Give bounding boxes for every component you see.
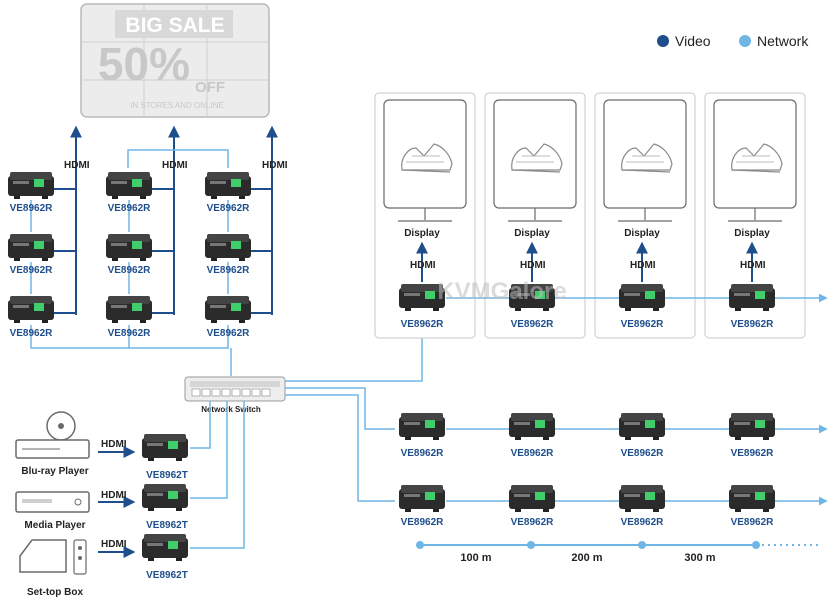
receiver-device <box>106 172 152 199</box>
switch-right-links <box>285 330 423 502</box>
hdmi-label-disp-3: HDMI <box>630 260 656 271</box>
network-switch <box>184 376 286 402</box>
media-player-icon <box>15 491 90 513</box>
receiver-device <box>619 413 665 440</box>
receiver-label: VE8962R <box>511 517 555 528</box>
receiver-device <box>205 234 251 261</box>
distance-label-200: 200 m <box>571 552 602 564</box>
receiver-label: VE8962R <box>731 448 775 459</box>
legend-network-label: Network <box>757 33 809 49</box>
transmitter-label: VE8962T <box>146 520 188 531</box>
set-top-box-icon <box>19 539 87 575</box>
receiver-label: VE8962R <box>10 265 54 276</box>
video-wall-tagline: IN STORES AND ONLINE <box>130 101 224 110</box>
receiver-label: VE8962R <box>621 517 665 528</box>
display-panels <box>374 92 806 339</box>
source-label-settop: Set-top Box <box>27 587 84 598</box>
receiver-device <box>205 296 251 323</box>
transmitter-label: VE8962T <box>146 470 188 481</box>
receiver-device <box>399 413 445 440</box>
receiver-device <box>205 172 251 199</box>
transmitters: VE8962T VE8962T VE8962T <box>142 434 188 581</box>
wall-receivers: VE8962R VE8962R VE8962R VE8962R VE8962R … <box>8 172 251 339</box>
network-switch-label: Network Switch <box>201 405 261 414</box>
receiver-label: VE8962R <box>731 319 775 330</box>
receiver-device <box>509 485 555 512</box>
transmitter-label: VE8962T <box>146 570 188 581</box>
hdmi-label-disp-2: HDMI <box>520 260 546 271</box>
receiver-label: VE8962R <box>401 319 445 330</box>
hdmi-label-src-3: HDMI <box>101 539 127 550</box>
video-wall-percent: 50% <box>98 38 190 90</box>
video-wall-off: OFF <box>195 79 225 96</box>
transmitter-device <box>142 534 188 561</box>
receiver-label: VE8962R <box>511 448 555 459</box>
receiver-label: VE8962R <box>621 448 665 459</box>
video-wall: BIG SALE 50% OFF IN STORES AND ONLINE <box>80 3 270 118</box>
receiver-label: VE8962R <box>207 328 251 339</box>
receiver-device <box>8 296 54 323</box>
hdmi-label-disp-4: HDMI <box>740 260 766 271</box>
hdmi-label-wall-2: HDMI <box>162 160 188 171</box>
wall-network-links <box>30 149 232 376</box>
display-label: Display <box>624 228 660 239</box>
display-label: Display <box>514 228 550 239</box>
video-wall-headline: BIG SALE <box>125 14 224 37</box>
receiver-device <box>8 172 54 199</box>
receiver-device <box>729 413 775 440</box>
display-hdmi-links <box>416 241 758 282</box>
receiver-device <box>619 485 665 512</box>
display-receivers: VE8962R VE8962R VE8962R VE8962R <box>399 284 775 330</box>
hdmi-label-src-1: HDMI <box>101 439 127 450</box>
display-screen <box>713 99 797 209</box>
receiver-device <box>106 296 152 323</box>
source-hdmi-links <box>98 446 136 558</box>
bluray-player-icon <box>15 411 90 459</box>
receiver-device <box>619 284 665 311</box>
receiver-label: VE8962R <box>731 517 775 528</box>
display-screen <box>383 99 467 209</box>
receiver-label: VE8962R <box>108 328 152 339</box>
source-label-bluray: Blu-ray Player <box>21 466 88 477</box>
receiver-label: VE8962R <box>511 319 555 330</box>
receiver-device <box>729 284 775 311</box>
display-screen <box>493 99 577 209</box>
receiver-device <box>106 234 152 261</box>
hdmi-label-src-2: HDMI <box>101 490 127 501</box>
distance-label-300: 300 m <box>684 552 715 564</box>
receiver-label: VE8962R <box>108 203 152 214</box>
hdmi-label-wall-3: HDMI <box>262 160 288 171</box>
receiver-device <box>509 413 555 440</box>
receiver-device <box>8 234 54 261</box>
receiver-label: VE8962R <box>10 203 54 214</box>
receiver-label: VE8962R <box>10 328 54 339</box>
transmitter-device <box>142 484 188 511</box>
receiver-label: VE8962R <box>207 265 251 276</box>
transmitter-device <box>142 434 188 461</box>
receiver-label: VE8962R <box>108 265 152 276</box>
distance-label-100: 100 m <box>460 552 491 564</box>
watermark: KVMGalore <box>437 278 566 305</box>
receiver-label: VE8962R <box>621 319 665 330</box>
receiver-label: VE8962R <box>401 517 445 528</box>
receiver-device <box>729 485 775 512</box>
display-label: Display <box>404 228 440 239</box>
display-screen <box>603 99 687 209</box>
hdmi-label-wall-1: HDMI <box>64 160 90 171</box>
distance-scale <box>416 541 822 549</box>
hdmi-label-disp-1: HDMI <box>410 260 436 271</box>
chain-row-2: VE8962R VE8962R VE8962R VE8962R <box>399 413 775 459</box>
chain-row-3: VE8962R VE8962R VE8962R VE8962R <box>399 485 775 528</box>
receiver-label: VE8962R <box>207 203 251 214</box>
wall-hdmi-links <box>54 125 278 315</box>
legend-network-dot <box>739 35 751 47</box>
legend-video-label: Video <box>675 33 711 49</box>
legend-video-dot <box>657 35 669 47</box>
display-label: Display <box>734 228 770 239</box>
receiver-device <box>399 485 445 512</box>
receiver-label: VE8962R <box>401 448 445 459</box>
switch-tx-links <box>190 401 245 549</box>
source-label-media: Media Player <box>24 520 85 531</box>
